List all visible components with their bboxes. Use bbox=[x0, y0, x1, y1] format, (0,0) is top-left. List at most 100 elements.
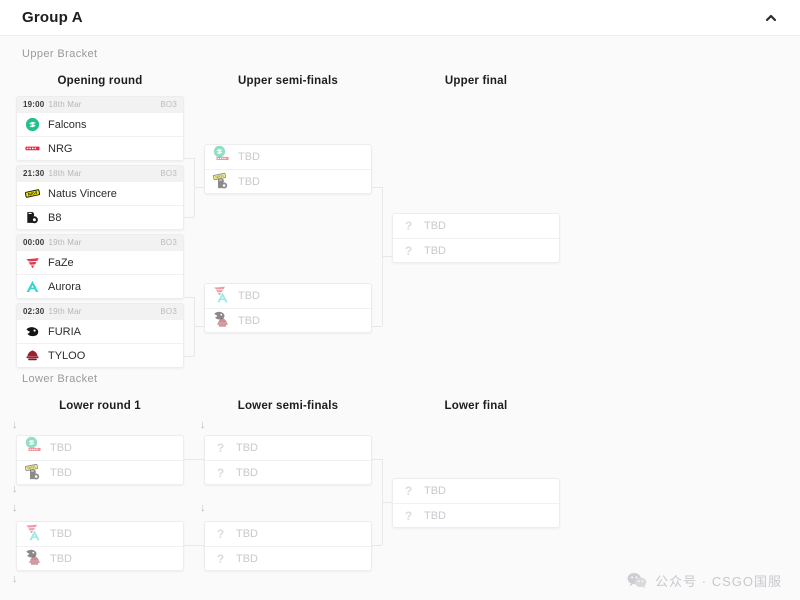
bracket-body: Upper Bracket Opening round Upper semi-f… bbox=[0, 36, 800, 600]
match-date: 19th Mar bbox=[48, 238, 82, 247]
team-name: TBD bbox=[50, 442, 72, 454]
feed-arrow-icon: ↓ bbox=[12, 573, 18, 585]
page-title: Group A bbox=[22, 9, 83, 26]
team-name: TBD bbox=[424, 244, 446, 257]
match-format: BO3 bbox=[160, 307, 177, 316]
svg-text:NAVI: NAVI bbox=[215, 173, 224, 179]
match-format: BO3 bbox=[160, 100, 177, 109]
team-name: TBD bbox=[424, 509, 446, 522]
feed-arrow-icon: ↓ bbox=[200, 502, 206, 514]
question-icon: ? bbox=[216, 465, 225, 480]
team-row[interactable]: FaZe bbox=[17, 250, 183, 274]
match-card-upper-semis-2[interactable]: TBD TBD bbox=[204, 283, 372, 333]
aurora-logo bbox=[25, 279, 40, 294]
team-name: TBD bbox=[236, 552, 258, 565]
team-row[interactable]: ?TBD bbox=[393, 214, 559, 238]
team-name: TBD bbox=[238, 175, 260, 188]
team-name: TBD bbox=[238, 290, 260, 302]
b8-logo bbox=[25, 210, 40, 225]
team-row[interactable]: FURIA bbox=[17, 319, 183, 343]
match-card-upper-final-1[interactable]: ?TBD?TBD bbox=[392, 213, 560, 263]
team-row[interactable]: Aurora bbox=[17, 274, 183, 298]
match-card-lower-round1-2[interactable]: TBD TBD bbox=[16, 521, 184, 571]
navi-logo: NAVI bbox=[213, 172, 230, 192]
connector bbox=[372, 459, 382, 460]
team-row[interactable]: B8 bbox=[17, 205, 183, 229]
group-header: Group A bbox=[0, 0, 800, 36]
faze-logo bbox=[213, 286, 230, 306]
watermark-text: 公众号 · CSGO国服 bbox=[655, 574, 782, 589]
team-row[interactable]: ? TBD bbox=[393, 503, 559, 527]
team-row[interactable]: Falcons bbox=[17, 112, 183, 136]
team-row[interactable]: ? TBD bbox=[205, 460, 371, 484]
connector bbox=[372, 326, 382, 327]
feed-arrow-icon: ↓ bbox=[12, 483, 18, 495]
team-name: TBD bbox=[238, 151, 260, 163]
connector bbox=[372, 187, 382, 188]
match-time: 21:30 bbox=[23, 169, 45, 178]
match-date: 19th Mar bbox=[48, 307, 82, 316]
team-row[interactable]: ?TBD bbox=[205, 546, 371, 570]
match-card-lower-final-1[interactable]: ?TBD?TBD bbox=[392, 478, 560, 528]
team-row[interactable]: TBD bbox=[205, 145, 371, 169]
team-row[interactable]: NAVI TBD bbox=[205, 169, 371, 193]
furia-logo bbox=[25, 549, 42, 569]
furia-logo bbox=[25, 324, 40, 339]
chevron-up-icon[interactable] bbox=[764, 11, 778, 25]
question-icon: ? bbox=[216, 441, 225, 455]
match-time: 02:30 bbox=[23, 307, 45, 316]
question-icon: ? bbox=[404, 219, 413, 233]
feed-arrow-icon: ↓ bbox=[12, 502, 18, 514]
svg-text:NAVI: NAVI bbox=[27, 464, 36, 470]
furia-logo bbox=[213, 311, 230, 331]
team-name: TBD bbox=[236, 466, 258, 479]
match-card-upper-semis-1[interactable]: TBD NAVI TBD bbox=[204, 144, 372, 194]
team-name: FaZe bbox=[48, 256, 74, 269]
team-name: TBD bbox=[238, 314, 260, 327]
team-row[interactable]: TBD bbox=[17, 522, 183, 546]
team-row[interactable]: ?TBD bbox=[393, 479, 559, 503]
team-row[interactable]: TBD bbox=[205, 284, 371, 308]
team-name: B8 bbox=[48, 211, 62, 224]
match-format: BO3 bbox=[160, 238, 177, 247]
match-date: 18th Mar bbox=[48, 169, 82, 178]
team-row[interactable]: ?TBD bbox=[393, 238, 559, 262]
lower-bracket-label: Lower Bracket bbox=[22, 373, 98, 385]
round-header-lower-final: Lower final bbox=[444, 400, 508, 412]
team-row[interactable]: TYLOO bbox=[17, 343, 183, 367]
team-name: TYLOO bbox=[48, 349, 86, 362]
connector bbox=[184, 356, 194, 357]
team-row[interactable]: NRG bbox=[17, 136, 183, 160]
team-name: TBD bbox=[50, 552, 72, 565]
feed-arrow-icon: ↓ bbox=[200, 419, 206, 431]
team-row[interactable]: ?TBD bbox=[205, 522, 371, 546]
falcons-logo bbox=[25, 117, 40, 132]
team-row[interactable]: ?TBD bbox=[205, 436, 371, 460]
connector bbox=[184, 217, 194, 218]
round-header-opening: Opening round bbox=[57, 75, 143, 87]
navi-logo: NAVI bbox=[25, 463, 42, 483]
connector bbox=[194, 326, 204, 327]
nrg-logo bbox=[25, 141, 40, 156]
team-row[interactable]: TBD bbox=[17, 436, 183, 460]
watermark: 公众号 · CSGO国服 bbox=[627, 571, 782, 590]
connector bbox=[184, 158, 194, 159]
team-name: NRG bbox=[48, 142, 73, 155]
team-row[interactable]: TBD bbox=[17, 546, 183, 570]
team-row[interactable]: TBD bbox=[205, 308, 371, 332]
match-card-lower-semis-2[interactable]: ?TBD?TBD bbox=[204, 521, 372, 571]
question-icon: ? bbox=[404, 508, 413, 523]
match-format: BO3 bbox=[160, 169, 177, 178]
match-time: 00:00 bbox=[23, 238, 45, 247]
match-card-lower-semis-1[interactable]: ?TBD?TBD bbox=[204, 435, 372, 485]
